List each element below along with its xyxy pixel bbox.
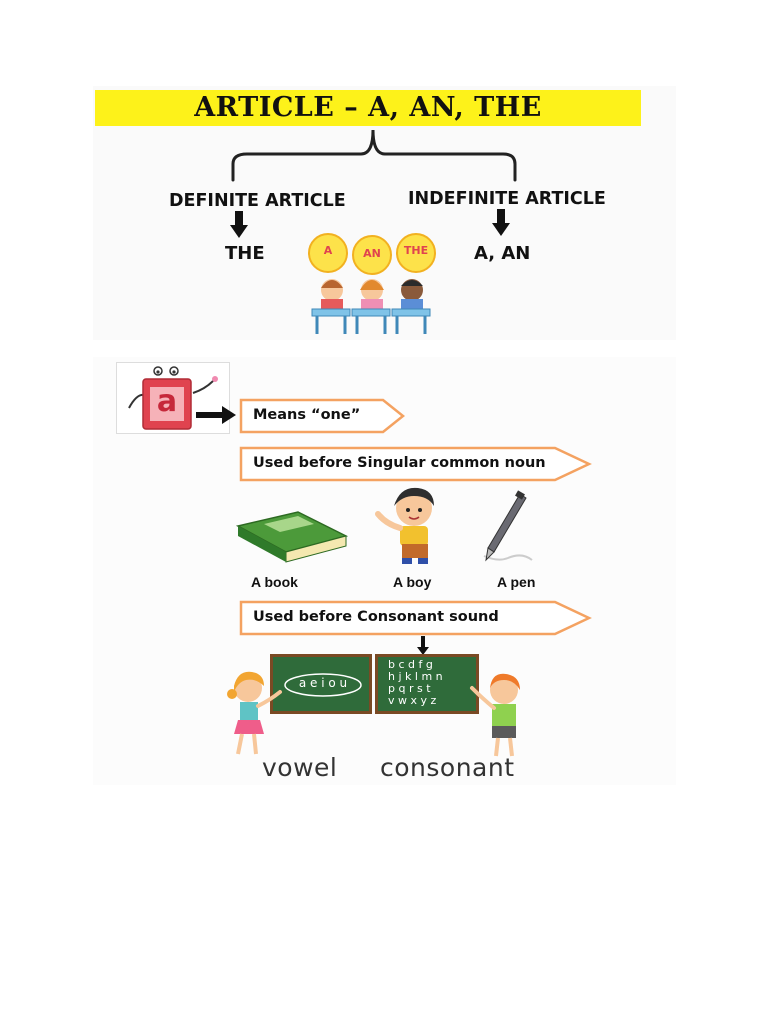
pen-illustration	[483, 490, 533, 562]
vowel-label: vowel	[262, 753, 338, 782]
page-title: ARTICLE – A, AN, THE	[194, 92, 542, 123]
consonant-row: b c d f g	[388, 658, 433, 671]
example-caption-pen: A pen	[497, 574, 536, 590]
consonant-label: consonant	[380, 753, 515, 782]
consonant-row: v w x y z	[388, 694, 437, 707]
boy-illustration	[375, 487, 434, 564]
indefinite-article-heading: INDEFINITE ARTICLE	[408, 189, 606, 209]
down-arrow-icon	[417, 636, 429, 655]
article-types-panel	[93, 86, 676, 340]
brace-connector	[231, 129, 517, 182]
rule-arrow-shape	[239, 398, 406, 434]
rule-arrow-shape	[239, 446, 592, 482]
vowel-board: a e i o u	[270, 654, 372, 714]
consonant-row: p q r s t	[388, 682, 431, 695]
rule-arrow-shape	[239, 600, 592, 636]
vowel-letters: a e i o u	[298, 676, 348, 690]
students-at-desks-illustration	[311, 279, 431, 334]
rule-means-one: Means “one”	[253, 407, 361, 423]
book-illustration	[235, 511, 349, 563]
bubble-a: A	[323, 244, 333, 257]
down-arrow-icon	[230, 211, 248, 238]
bubble-an: AN	[363, 247, 381, 260]
bubble-the: THE	[403, 244, 429, 257]
title-banner	[95, 90, 641, 126]
down-arrow-icon	[492, 209, 510, 236]
article-bubbles: A AN THE	[306, 231, 438, 277]
letter-a-card: a	[116, 362, 230, 434]
example-caption-boy: A boy	[393, 574, 432, 590]
indefinite-article-value: A, AN	[474, 243, 531, 264]
girl-illustration	[227, 671, 282, 755]
right-arrow-icon	[196, 406, 236, 424]
consonant-board: b c d f g h j k l m n p q r s t v w x y …	[375, 654, 479, 714]
boy-pointing-illustration	[470, 673, 520, 757]
rule-singular-noun: Used before Singular common noun	[253, 455, 546, 471]
definite-article-heading: DEFINITE ARTICLE	[169, 191, 346, 211]
definite-article-value: THE	[225, 243, 265, 264]
letter-a-glyph: a	[156, 384, 178, 419]
example-caption-book: A book	[251, 574, 298, 590]
consonant-row: h j k l m n	[388, 670, 443, 683]
rule-consonant-sound: Used before Consonant sound	[253, 609, 499, 625]
